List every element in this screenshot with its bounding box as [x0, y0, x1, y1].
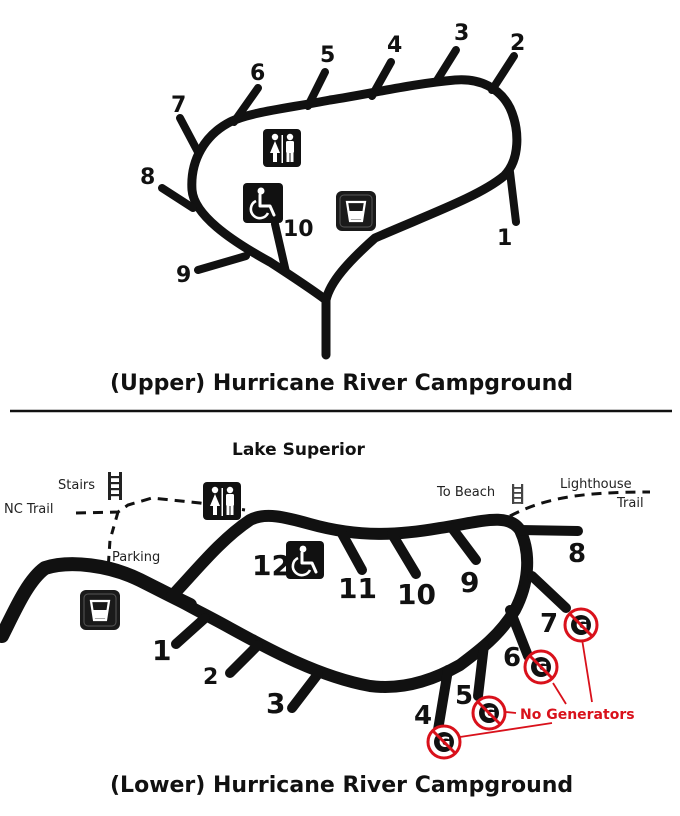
upper-spur-10: [271, 220, 290, 276]
lower-spur-4: [433, 665, 453, 735]
upper-site-10: 10: [283, 217, 314, 242]
upper-site-6: 6: [250, 61, 265, 86]
lower-spur-7: [527, 571, 571, 613]
accessible-icon: [243, 183, 283, 223]
to-beach-label: To Beach: [436, 485, 495, 500]
lower-site-8: 8: [568, 539, 586, 569]
upper-spur-4: [368, 58, 395, 100]
lower-site-2: 2: [203, 665, 218, 690]
lower-site-9: 9: [460, 566, 479, 599]
upper-site-4: 4: [387, 33, 402, 58]
lower-caption: (Lower) Hurricane River Campground: [110, 773, 573, 798]
lower-spur-8: [515, 525, 583, 536]
no-generator-callout-lines: [459, 638, 593, 738]
parking-trail: [106, 511, 120, 571]
nc-trail-label: NC Trail: [4, 502, 54, 517]
stairs-icon: [108, 472, 122, 500]
lower-site-4: 4: [414, 701, 432, 731]
upper-site-1: 1: [497, 226, 512, 251]
lower-spur-6: [505, 605, 533, 661]
lower-entry-road: [0, 557, 197, 643]
upper-site-9: 9: [176, 263, 191, 288]
upper-spur-1: [506, 168, 520, 226]
lower-site-7: 7: [540, 609, 558, 639]
lower-spur-2: [225, 640, 263, 678]
no-generator-icon: G: [563, 607, 599, 643]
lower-site-11: 11: [338, 572, 377, 605]
upper-site-2: 2: [510, 31, 525, 56]
lake-label: Lake Superior: [232, 440, 366, 460]
lower-site-1: 1: [152, 634, 171, 667]
upper-campground: 1 2 3 4 5 6 7 8 9 10: [110, 21, 573, 396]
no-generators-label: No Generators: [520, 707, 635, 723]
stairs-label: Stairs: [58, 478, 95, 493]
lower-loop-road: [166, 509, 534, 693]
lighthouse-trail-label-1: Lighthouse: [560, 477, 632, 492]
lower-spur-1: [171, 613, 210, 649]
upper-spur-5: [304, 68, 329, 110]
lighthouse-trail-label-2: Trail: [616, 496, 644, 511]
nc-trail: [75, 496, 246, 515]
lower-site-6: 6: [503, 643, 521, 673]
water-icon: [336, 191, 376, 231]
upper-spur-6: [230, 84, 262, 126]
accessible-icon: [286, 541, 324, 579]
upper-site-3: 3: [454, 21, 469, 46]
upper-site-8: 8: [140, 165, 155, 190]
upper-spur-8: [158, 184, 197, 212]
no-generator-icon: G: [523, 649, 559, 685]
upper-loop-road: [187, 75, 522, 360]
upper-spur-3: [432, 46, 460, 86]
upper-spur-2: [488, 52, 518, 94]
lower-spur-5: [473, 640, 489, 701]
beach-stairs-icon: [512, 484, 524, 504]
no-generator-icon: G: [471, 695, 507, 731]
lower-spur-3: [287, 669, 323, 713]
lower-spur-11: [335, 525, 367, 575]
lower-site-12: 12: [252, 549, 291, 582]
upper-spur-7: [176, 114, 202, 156]
water-icon: [80, 590, 120, 630]
restroom-icon: [203, 482, 241, 520]
lower-site-3: 3: [266, 687, 285, 720]
lower-site-10: 10: [397, 578, 436, 611]
restroom-icon: [263, 129, 301, 167]
lower-spur-10: [387, 529, 421, 579]
upper-site-7: 7: [171, 93, 186, 118]
no-generator-icon: G: [426, 724, 462, 760]
upper-caption: (Upper) Hurricane River Campground: [110, 371, 573, 396]
upper-site-5: 5: [320, 43, 335, 68]
upper-spur-9: [194, 252, 250, 274]
lower-spur-9: [447, 523, 481, 565]
lower-campground: Lake Superior 1 2 3 4 5 6 7 8 9 10 11 12: [0, 440, 651, 798]
lighthouse-trail: [509, 490, 651, 518]
parking-label: Parking: [112, 550, 160, 565]
lower-site-5: 5: [455, 681, 473, 711]
